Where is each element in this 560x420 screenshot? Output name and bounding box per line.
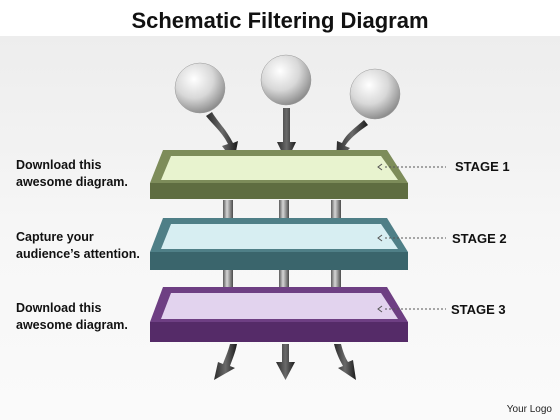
sphere-icon	[260, 54, 312, 106]
stage-1-description: Download this awesome diagram.	[16, 158, 128, 189]
stage-1-label: STAGE 1	[455, 159, 510, 174]
page-title: Schematic Filtering Diagram	[131, 8, 429, 33]
stage-3-label: STAGE 3	[451, 302, 506, 317]
stage-3-description: Download this awesome diagram.	[16, 301, 128, 332]
pointer-icon	[377, 163, 383, 171]
arrow-icon	[206, 112, 238, 162]
sphere-icon	[349, 68, 401, 120]
arrow-icon	[214, 344, 237, 380]
pointer-icon	[377, 234, 383, 242]
stage-1-tray	[150, 150, 408, 199]
arrow-icon	[334, 344, 356, 380]
sphere-icon	[174, 62, 226, 114]
arrow-icon	[277, 108, 296, 162]
stage-3-tray	[150, 287, 408, 342]
arrow-icon	[276, 344, 295, 380]
stage-2-tray	[150, 218, 408, 270]
stage-2-description: Capture your audience’s attention.	[16, 230, 140, 261]
stage-2-label: STAGE 2	[452, 231, 507, 246]
pointer-icon	[377, 305, 383, 313]
logo-text: Your Logo	[506, 404, 552, 415]
